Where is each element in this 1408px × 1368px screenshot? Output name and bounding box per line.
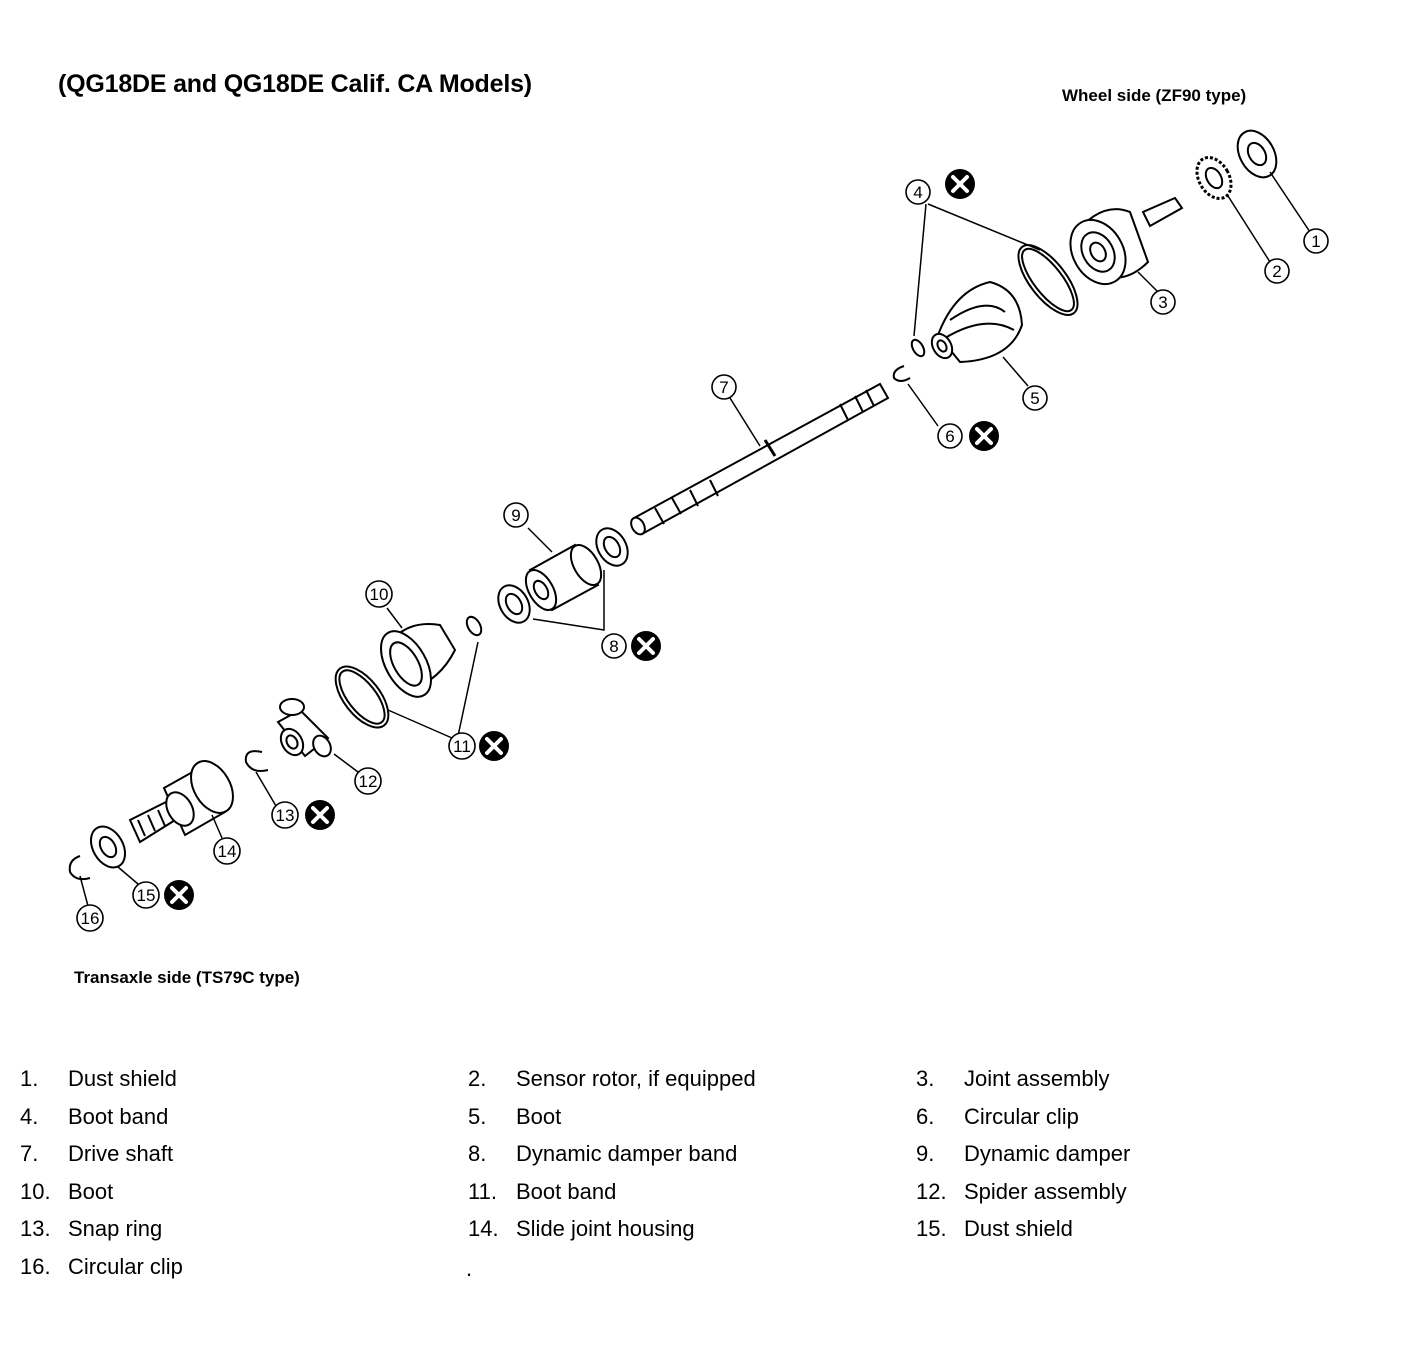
- svg-text:16: 16: [81, 909, 100, 928]
- spider-assembly-part: [276, 698, 332, 758]
- legend-item-label: Spider assembly: [964, 1179, 1127, 1204]
- legend-item-label: Circular clip: [68, 1254, 183, 1279]
- circular-clip-wheel-part: [892, 365, 911, 382]
- svg-text:8: 8: [609, 637, 618, 656]
- svg-text:3: 3: [1158, 293, 1167, 312]
- circular-clip-transaxle-part: [68, 855, 91, 881]
- drive-shaft-part: [630, 382, 890, 536]
- replace-marks: [162, 167, 1001, 912]
- svg-text:15: 15: [137, 886, 156, 905]
- legend-item-number: 6.: [916, 1104, 935, 1129]
- legend-item-number: 5.: [468, 1104, 487, 1129]
- replace-mark-icon: [303, 798, 337, 832]
- legend-item-number: 11.: [468, 1179, 497, 1204]
- transaxle-side-label: Transaxle side (TS79C type): [74, 968, 300, 987]
- replace-mark-icon: [477, 729, 511, 763]
- callout-12: 12: [354, 767, 382, 795]
- svg-text:9: 9: [511, 506, 520, 525]
- svg-text:11: 11: [453, 737, 471, 756]
- legend-item-label: Boot: [68, 1179, 114, 1204]
- svg-text:12: 12: [359, 772, 378, 791]
- legend-item-label: Sensor rotor, if equipped: [516, 1066, 756, 1091]
- callout-6: 6: [937, 423, 963, 449]
- callout-5: 5: [1022, 385, 1048, 411]
- sensor-rotor-part: [1195, 156, 1233, 200]
- callout-8: 8: [601, 633, 627, 659]
- legend-item-number: 7.: [20, 1141, 39, 1166]
- legend-trailing-mark: .: [466, 1256, 473, 1281]
- svg-text:2: 2: [1272, 262, 1281, 281]
- svg-text:13: 13: [276, 806, 295, 825]
- replace-mark-icon: [943, 167, 977, 201]
- callout-14: 14: [213, 837, 241, 865]
- callout-2: 2: [1264, 258, 1290, 284]
- exploded-drive-shaft-diagram: 1 2 3 4 5 6 7 8 9 10 11 12 13 14 15 16: [68, 129, 1329, 932]
- callout-16: 16: [76, 904, 104, 932]
- callout-11: 11: [448, 732, 476, 760]
- legend-item-label: Dust shield: [964, 1216, 1073, 1241]
- svg-text:14: 14: [218, 842, 237, 861]
- legend-item-number: 2.: [468, 1066, 487, 1091]
- callout-4: 4: [905, 179, 931, 205]
- callout-labels: 1 2 3 4 5 6 7 8 9 10 11 12 13 14 15 16: [76, 179, 1329, 932]
- dust-shield-wheel-part: [1236, 129, 1278, 179]
- legend-item-number: 15.: [916, 1216, 947, 1241]
- svg-text:6: 6: [945, 427, 954, 446]
- snap-ring-part: [244, 750, 269, 772]
- callout-13: 13: [271, 801, 299, 829]
- legend-item-label: Dynamic damper: [964, 1141, 1131, 1166]
- legend-item-label: Drive shaft: [68, 1141, 174, 1166]
- legend-item-number: 12.: [916, 1179, 947, 1204]
- svg-text:4: 4: [913, 183, 922, 202]
- slide-joint-housing-part: [128, 760, 234, 844]
- wheel-side-label: Wheel side (ZF90 type): [1062, 86, 1247, 105]
- legend-item-number: 1.: [20, 1066, 39, 1091]
- callout-7: 7: [711, 374, 737, 400]
- dust-shield-transaxle-part: [89, 825, 127, 869]
- parts-legend: 1. Dust shield 2. Sensor rotor, if equipped…: [0, 1066, 1408, 1296]
- legend-item-number: 3.: [916, 1066, 935, 1091]
- dynamic-damper-band-part: [497, 527, 629, 624]
- legend-item-label: Boot: [516, 1104, 562, 1129]
- boot-band-transaxle-part: [334, 665, 390, 729]
- legend-item-label: Slide joint housing: [516, 1216, 695, 1241]
- boot-transaxle-part: [380, 615, 483, 698]
- legend-item-label: Circular clip: [964, 1104, 1079, 1129]
- legend-item-label: Dust shield: [68, 1066, 177, 1091]
- callout-15: 15: [132, 881, 160, 909]
- replace-mark-icon: [967, 419, 1001, 453]
- boot-band-wheel-part: [910, 244, 1079, 358]
- callout-3: 3: [1150, 289, 1176, 315]
- svg-text:1: 1: [1311, 232, 1320, 251]
- boot-wheel-part: [930, 280, 1024, 364]
- legend-item-number: 10.: [20, 1179, 51, 1204]
- legend-item-label: Boot band: [68, 1104, 169, 1129]
- callout-10: 10: [365, 580, 393, 608]
- legend-item-number: 14.: [468, 1216, 499, 1241]
- callout-1: 1: [1303, 228, 1329, 254]
- legend-item-label: Dynamic damper band: [516, 1141, 738, 1166]
- legend-item-number: 4.: [20, 1104, 39, 1129]
- legend-item-number: 9.: [916, 1141, 935, 1166]
- legend-item-number: 8.: [468, 1141, 487, 1166]
- legend-item-number: 16.: [20, 1254, 51, 1279]
- replace-mark-icon: [629, 629, 663, 663]
- callout-9: 9: [503, 502, 529, 528]
- legend-item-label: Boot band: [516, 1179, 617, 1204]
- legend-item-number: 13.: [20, 1216, 51, 1241]
- leader-lines: [79, 171, 1311, 907]
- svg-text:10: 10: [370, 585, 389, 604]
- legend-item-label: Joint assembly: [964, 1066, 1110, 1091]
- dynamic-damper-part: [524, 543, 603, 612]
- legend-item-label: Snap ring: [68, 1216, 163, 1241]
- diagram-title: (QG18DE and QG18DE Calif. CA Models): [58, 70, 532, 98]
- svg-text:5: 5: [1030, 389, 1039, 408]
- svg-text:7: 7: [719, 378, 728, 397]
- joint-assembly-part: [1069, 196, 1184, 285]
- replace-mark-icon: [162, 878, 196, 912]
